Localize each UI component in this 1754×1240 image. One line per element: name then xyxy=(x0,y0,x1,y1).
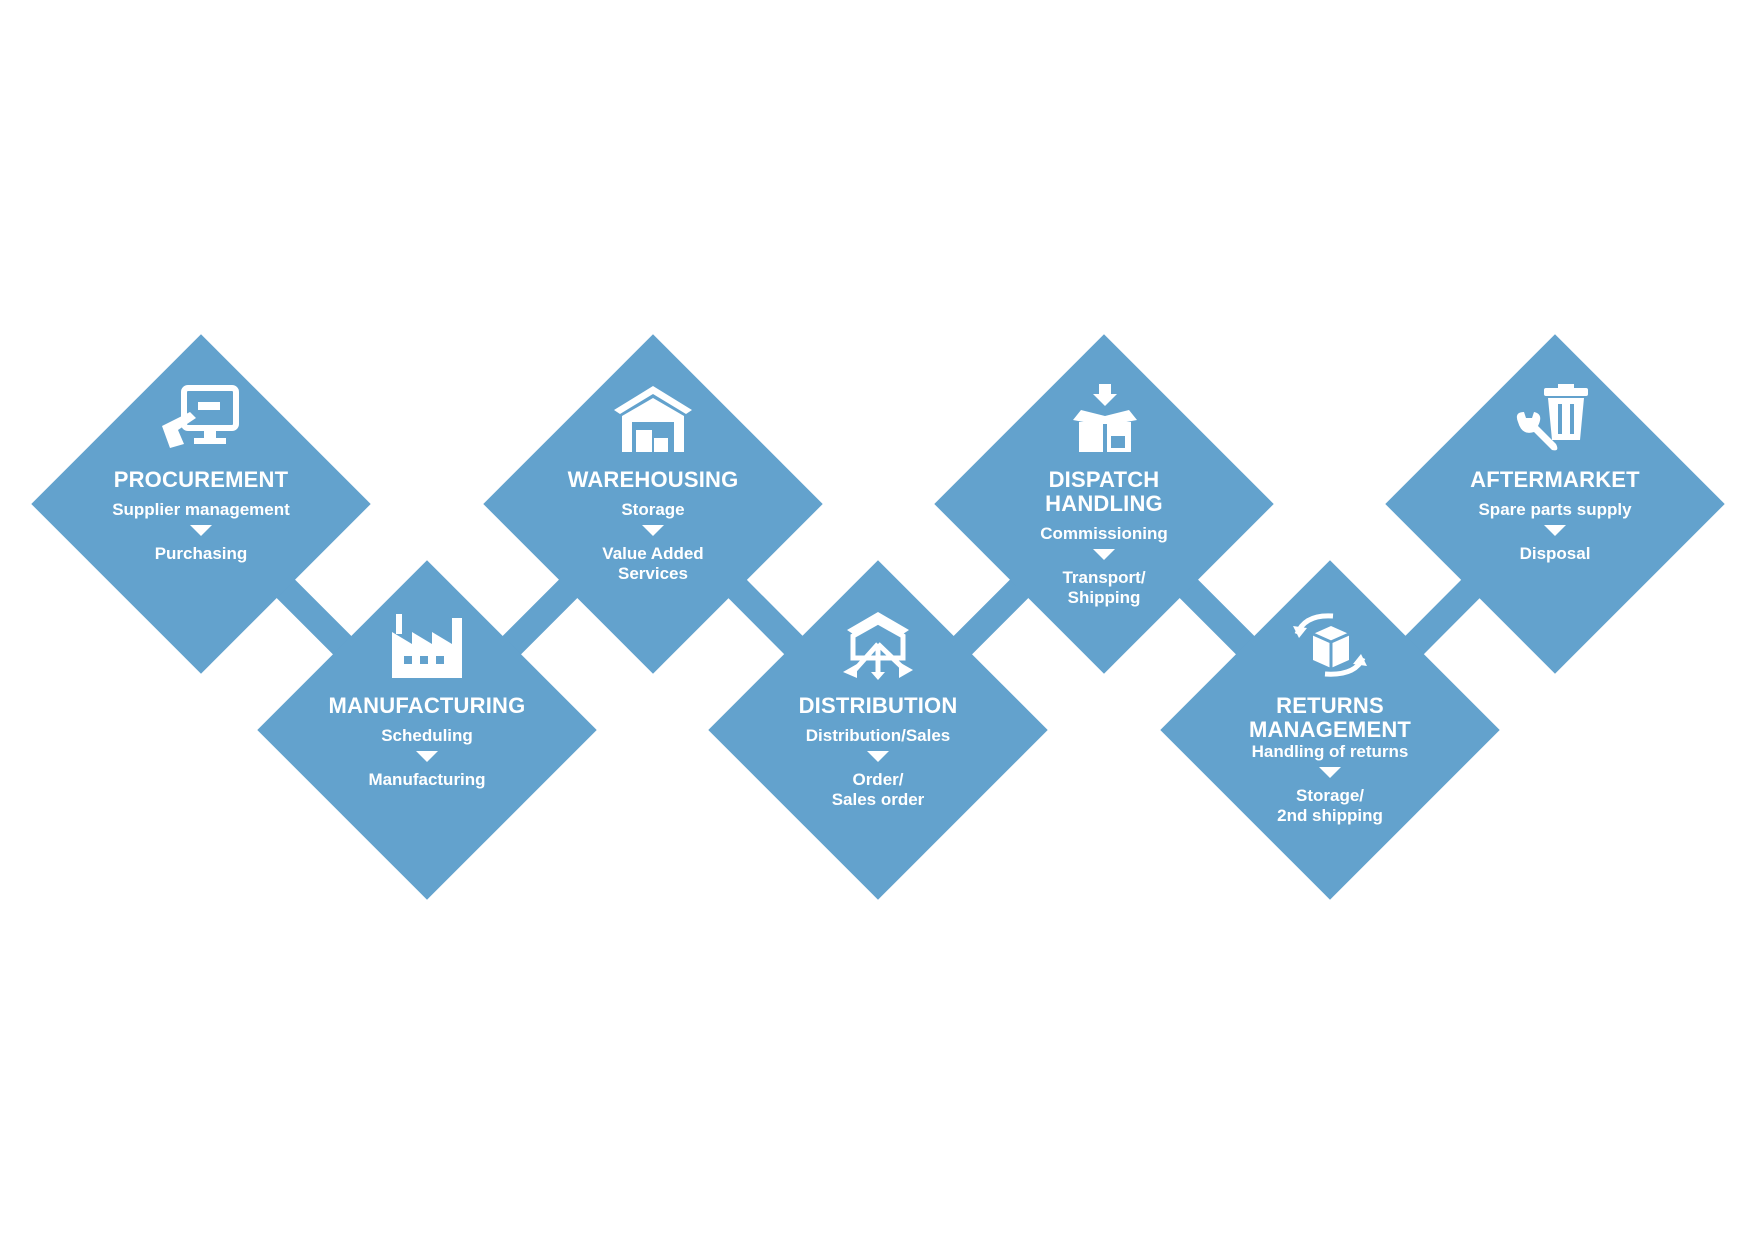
down-triangle-icon xyxy=(1093,549,1115,560)
step-to: Order/ Sales order xyxy=(831,770,925,809)
step-distribution: DISTRIBUTION Distribution/Sales Order/ S… xyxy=(708,560,1048,900)
step-procurement: PROCUREMENT Supplier management Purchasi… xyxy=(31,334,371,674)
distribution-icon xyxy=(833,608,923,680)
step-title: WAREHOUSING xyxy=(567,467,739,492)
computer-touch-icon xyxy=(156,382,246,454)
step-title: DISPATCH HANDLING xyxy=(1045,467,1163,516)
down-triangle-icon xyxy=(1544,525,1566,536)
returns-box-icon xyxy=(1285,608,1375,680)
down-triangle-icon xyxy=(190,525,212,536)
step-warehousing: WAREHOUSING Storage Value Added Services xyxy=(483,334,823,674)
step-from: Spare parts supply xyxy=(1478,500,1632,519)
down-triangle-icon xyxy=(642,525,664,536)
step-title: DISTRIBUTION xyxy=(798,693,958,718)
step-to: Storage/ 2nd shipping xyxy=(1277,786,1383,825)
step-from: Scheduling xyxy=(381,726,473,745)
open-box-icon xyxy=(1059,382,1149,454)
flow-arrow-icon xyxy=(488,566,591,669)
down-triangle-icon xyxy=(1319,767,1341,778)
step-aftermarket: AFTERMARKET Spare parts supply Disposal xyxy=(1385,334,1725,674)
step-to: Transport/ Shipping xyxy=(1062,568,1146,607)
step-title: MANUFACTURING xyxy=(328,693,526,718)
flow-arrow-icon xyxy=(939,566,1042,669)
down-triangle-icon xyxy=(867,751,889,762)
flow-arrow-icon xyxy=(262,565,365,668)
step-returns-management: RETURNS MANAGEMENT Handling of returns S… xyxy=(1160,560,1500,900)
step-to: Disposal xyxy=(1519,544,1591,563)
warehouse-icon xyxy=(608,382,698,454)
step-manufacturing: MANUFACTURING Scheduling Manufacturing xyxy=(257,560,597,900)
flow-arrow-icon xyxy=(713,565,817,669)
step-from: Distribution/Sales xyxy=(805,726,951,745)
step-from: Commissioning xyxy=(1040,524,1168,543)
down-triangle-icon xyxy=(416,751,438,762)
step-from: Handling of returns xyxy=(1251,742,1409,761)
step-from: Storage xyxy=(621,500,685,519)
step-to: Manufacturing xyxy=(368,770,486,789)
step-to: Purchasing xyxy=(154,544,248,563)
step-title: PROCUREMENT xyxy=(113,467,289,492)
step-title: AFTERMARKET xyxy=(1470,467,1640,492)
factory-icon xyxy=(382,608,472,680)
step-title: RETURNS MANAGEMENT xyxy=(1248,693,1412,742)
step-to: Value Added Services xyxy=(602,544,704,583)
trash-wrench-icon xyxy=(1510,382,1600,454)
flow-arrow-icon xyxy=(1165,565,1268,668)
step-dispatch-handling: DISPATCH HANDLING Commissioning Transpor… xyxy=(934,334,1274,674)
flow-arrow-icon xyxy=(1390,565,1494,669)
step-from: Supplier management xyxy=(112,500,290,519)
